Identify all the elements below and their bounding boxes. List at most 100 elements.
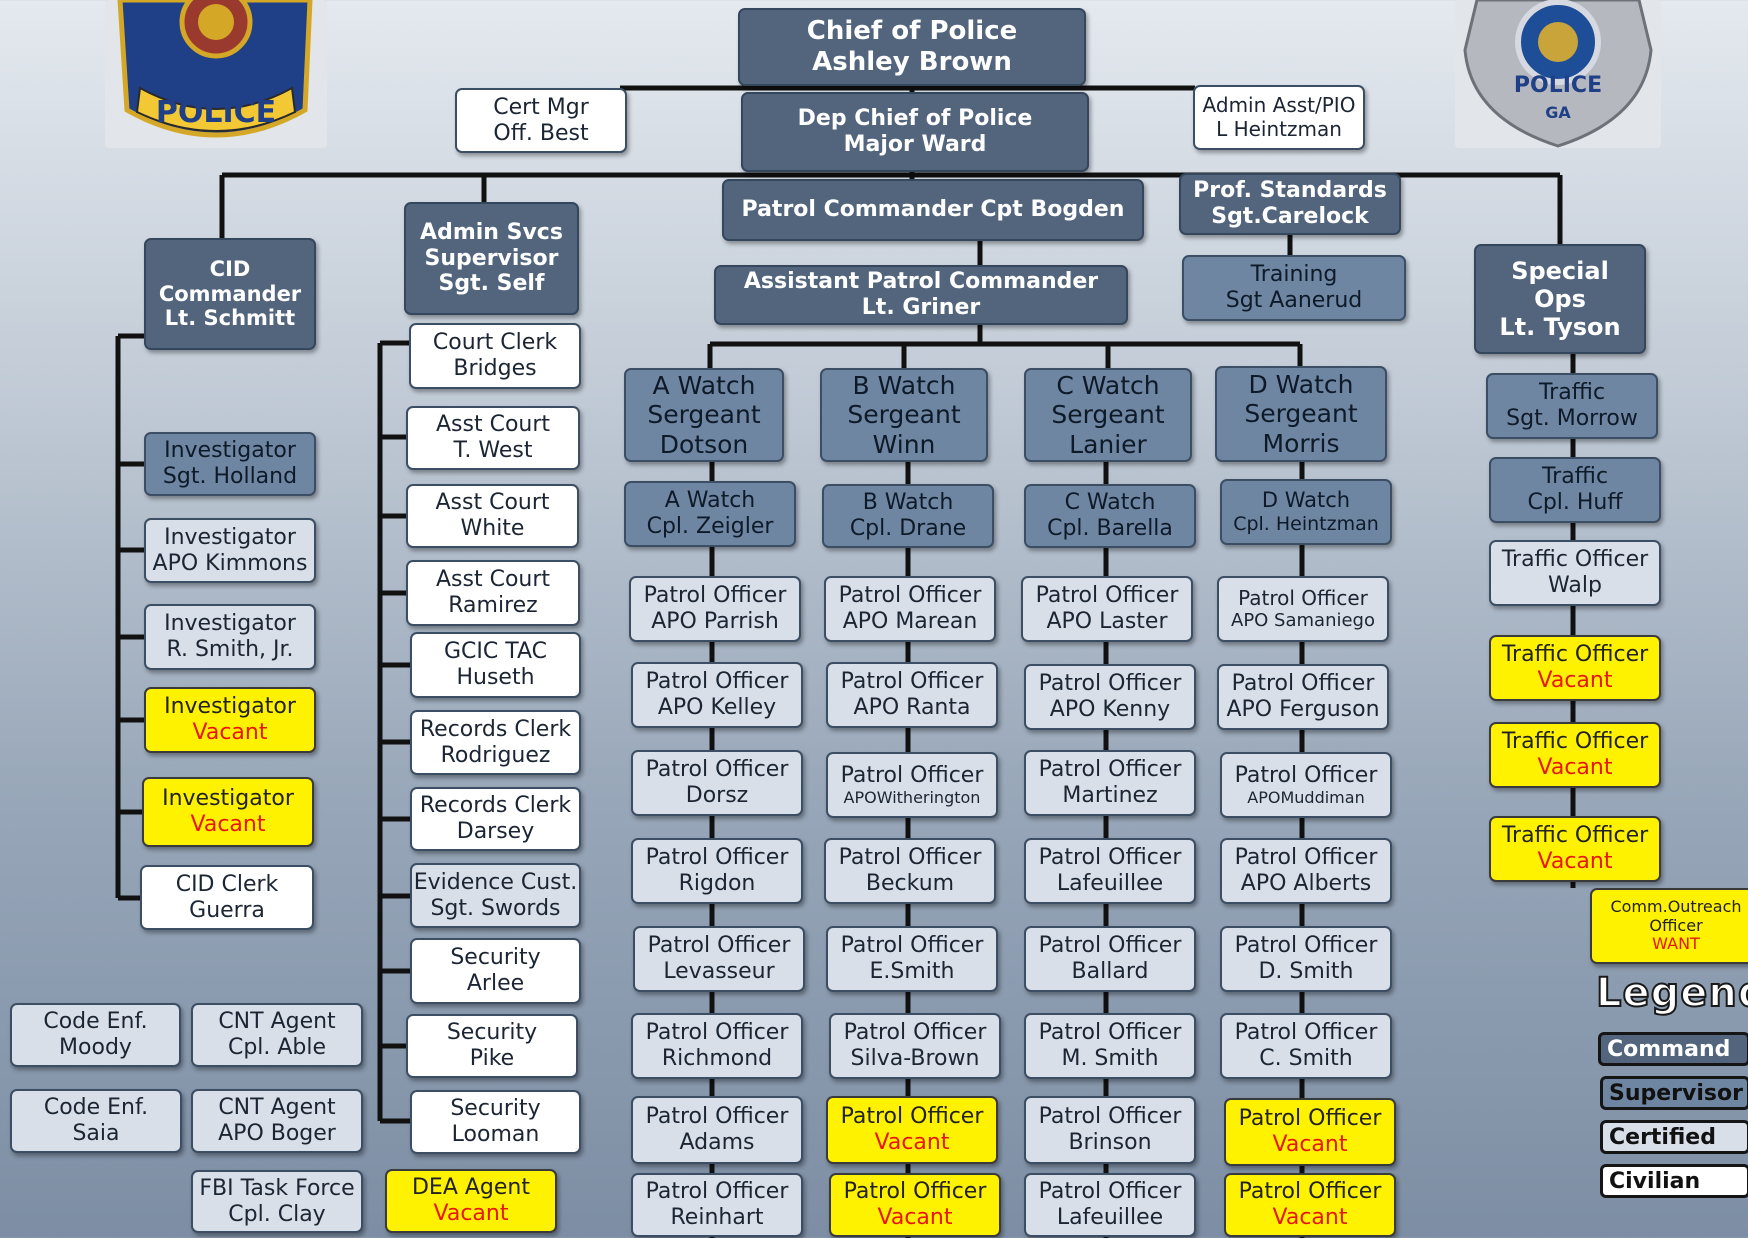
position-title: Patrol Officer — [1234, 845, 1378, 871]
position-detail: APO Marean — [842, 609, 978, 634]
position-detail: APO Kenny — [1049, 697, 1171, 722]
position-box-evidence: Evidence Cust.Sgt. Swords — [410, 863, 581, 928]
position-title: Records Clerk — [419, 716, 572, 742]
position-title: DEA Agent — [411, 1175, 530, 1201]
position-detail: Arlee — [466, 971, 525, 996]
position-title: Traffic — [1538, 380, 1606, 406]
position-detail: Winn — [872, 429, 936, 459]
position-detail: Dotson — [659, 429, 749, 459]
position-detail: Cpl. Clay — [228, 1201, 326, 1227]
position-title: Code Enf. — [43, 1009, 148, 1035]
position-title: Investigator — [164, 438, 296, 464]
position-title: Traffic Officer — [1501, 642, 1649, 668]
position-title: FBI Task Force — [199, 1175, 355, 1201]
position-title: Patrol Officer — [1038, 1020, 1182, 1046]
position-detail: Dorsz — [685, 783, 749, 808]
legend-item-command: Command — [1598, 1032, 1748, 1066]
position-title: Patrol Officer — [643, 583, 787, 609]
position-box-code-saia: Code Enf.Saia — [10, 1089, 182, 1153]
position-detail: Off. Best — [493, 120, 589, 146]
position-detail: Sergeant — [1051, 400, 1165, 430]
position-detail: L Heintzman — [1216, 116, 1342, 141]
position-detail: Cpl. Zeigler — [646, 514, 774, 539]
position-detail: Sgt. Self — [438, 271, 545, 297]
position-title: Patrol Officer — [645, 757, 789, 783]
position-title: Investigator — [164, 611, 296, 637]
position-title: Patrol Officer — [838, 845, 982, 871]
position-title: Special — [1511, 256, 1609, 285]
position-detail: Lanier — [1069, 429, 1147, 459]
position-detail: Ramirez — [448, 593, 538, 618]
position-title: CID — [209, 256, 251, 281]
position-title: Patrol Officer — [843, 1020, 987, 1046]
position-detail: Sgt Aanerud — [1225, 288, 1363, 313]
position-detail: Vacant — [433, 1201, 509, 1226]
position-detail: Vacant — [1537, 849, 1613, 874]
legend-item-supervisor: Supervisor — [1600, 1076, 1748, 1110]
position-detail: Supervisor — [424, 245, 559, 271]
position-detail: WANT — [1652, 934, 1700, 954]
position-detail: Levasseur — [663, 959, 775, 984]
position-title: Investigator — [162, 786, 294, 812]
position-title: C Watch — [1056, 370, 1160, 400]
position-title: Traffic Officer — [1501, 823, 1649, 849]
position-detail: Vacant — [190, 812, 266, 837]
position-detail: Ops — [1534, 284, 1586, 313]
position-detail: APO Kelley — [657, 695, 777, 720]
legend-item-certified: Certified — [1600, 1120, 1748, 1154]
position-detail: Silva-Brown — [850, 1046, 980, 1071]
position-title: Security — [450, 945, 541, 971]
position-detail: Cpl. Able — [227, 1035, 327, 1060]
position-detail: R. Smith, Jr. — [166, 637, 294, 662]
position-title: Investigator — [164, 524, 296, 550]
position-detail: Sergeant — [847, 400, 961, 430]
position-title: Asst Court — [435, 567, 551, 593]
position-detail: Sgt. Swords — [430, 895, 561, 921]
position-detail: C. Smith — [1259, 1046, 1353, 1071]
position-detail: Sergeant — [647, 400, 761, 430]
position-detail: Vacant — [192, 720, 268, 745]
position-detail: Huseth — [456, 665, 535, 690]
position-detail: Lafeuillee — [1056, 1205, 1164, 1230]
position-detail: APO Laster — [1046, 609, 1168, 634]
position-detail: Cpl. Huff — [1527, 490, 1623, 515]
position-detail: Rigdon — [678, 871, 756, 896]
position-title: Patrol Officer — [1234, 933, 1378, 959]
position-detail: Lafeuillee — [1056, 871, 1164, 896]
position-detail: Moody — [59, 1035, 132, 1060]
position-detail: APOWitherington — [843, 787, 981, 807]
position-title: Traffic Officer — [1501, 729, 1649, 755]
police-badge-logo: POLICE GA — [1455, 0, 1661, 148]
